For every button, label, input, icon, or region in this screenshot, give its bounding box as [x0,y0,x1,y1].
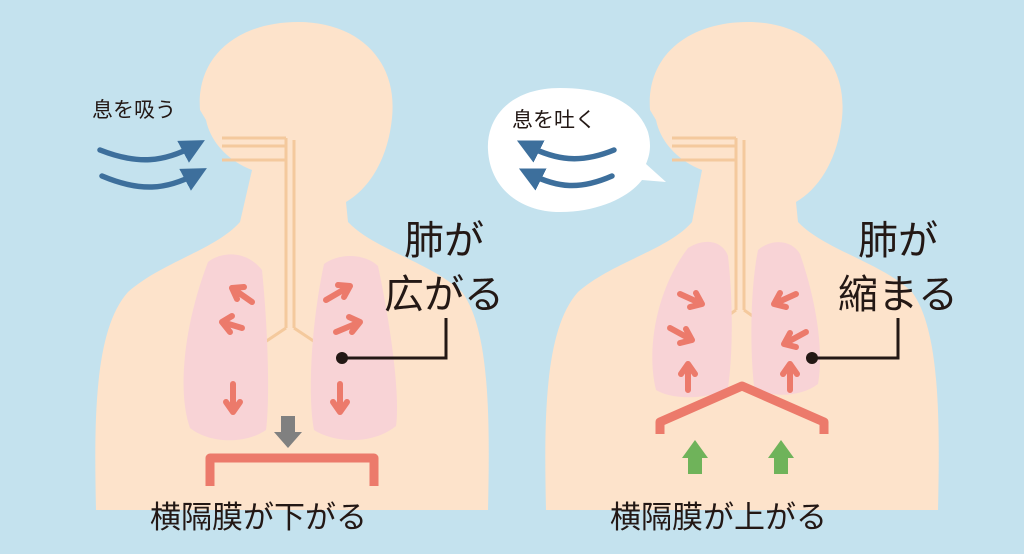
exhale-figure [487,22,939,510]
inhale-breath-label: 息を吸う [92,98,176,122]
inhale-lung-pointer-dot [336,352,348,364]
contract-arrow-icon [780,361,800,393]
contract-arrow-icon [678,361,698,393]
exhale-lung-pointer [812,318,900,360]
exhale-lung-label-line2: 縮まる [838,272,958,318]
exhale-lung-pointer-dot [806,352,818,364]
expand-arrow-icon [229,284,255,305]
exhale-right-lung [751,242,820,395]
inhale-lung-pointer [342,318,448,360]
arrow-up-icon [682,440,708,474]
inhale-diaphragm-caption: 横隔膜が下がる [150,500,367,536]
exhale-body [545,22,939,510]
contract-arrow-icon [781,329,809,350]
arrow-up-icon [768,440,794,474]
exhale-diaphragm-caption: 横隔膜が上がる [610,500,827,536]
exhale-breath-label: 息を吐く [512,108,596,132]
exhale-lung-label-line1: 肺が [858,218,938,264]
expand-arrow-icon [333,314,363,335]
exhale-airway [672,136,765,326]
contract-arrow-icon [677,290,705,310]
air-out-arrows-icon [516,140,617,191]
inhale-right-lung [310,255,398,441]
inhale-diaphragm [205,453,379,486]
exhale-diaphragm [655,381,829,434]
arrow-down-icon [274,416,302,448]
air-in-arrows-icon [97,140,207,191]
inhale-figure [95,22,489,510]
inhale-lung-label-line1: 肺が [404,218,484,264]
inhale-lung-arrows [219,282,363,415]
expand-arrow-icon [330,381,350,415]
exhale-lung-arrows [667,290,809,393]
exhale-lungs [652,241,820,398]
inhale-lung-label-line2: 広がる [384,272,504,318]
inhale-airway [222,136,319,346]
expand-arrow-icon [219,313,245,335]
expand-arrow-icon [223,381,243,415]
exhale-left-lung [652,241,732,398]
expand-arrow-icon [323,282,353,303]
contract-arrow-icon [771,290,799,310]
contract-arrow-icon [667,325,695,346]
